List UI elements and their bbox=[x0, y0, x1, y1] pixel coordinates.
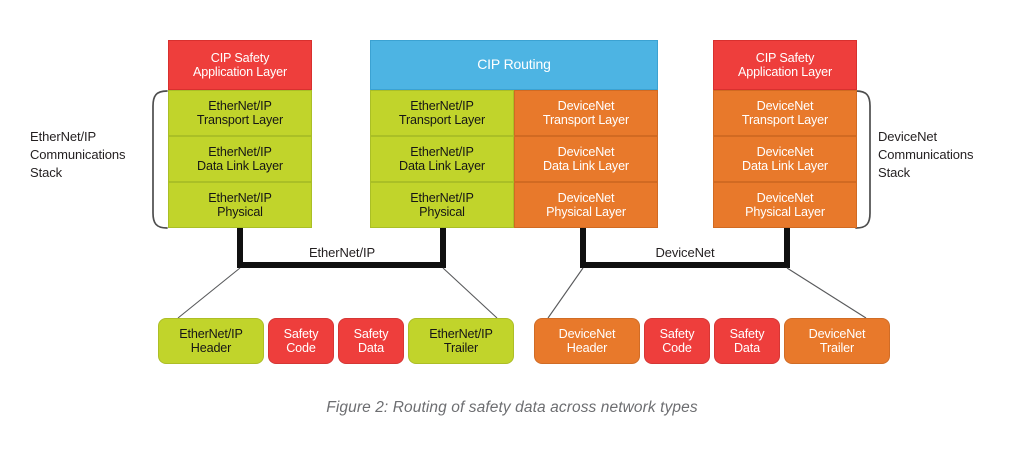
center-ethernetip-physical[interactable]: EtherNet/IP Physical bbox=[370, 182, 514, 228]
devicenet-header-field[interactable]: DeviceNet Header bbox=[534, 318, 640, 364]
layer-line: EtherNet/IP bbox=[410, 144, 474, 159]
center-devicenet-physical-layer[interactable]: DeviceNet Physical Layer bbox=[514, 182, 658, 228]
annotation-line: Stack bbox=[30, 164, 63, 180]
devicenet-trailer-field[interactable]: DeviceNet Trailer bbox=[784, 318, 890, 364]
layer-line: CIP Routing bbox=[477, 56, 551, 73]
left-ethernetip-transport-layer[interactable]: EtherNet/IP Transport Layer bbox=[168, 90, 312, 136]
devicenet-bus-label: DeviceNet bbox=[655, 245, 715, 260]
cip-routing-layer[interactable]: CIP Routing bbox=[370, 40, 658, 90]
layer-line: Data Link Layer bbox=[543, 159, 629, 173]
field-line: Safety bbox=[283, 326, 319, 341]
layer-line: CIP Safety bbox=[755, 50, 815, 65]
layer-line: DeviceNet bbox=[756, 98, 814, 113]
ethernetip-frame-leader-left bbox=[177, 267, 241, 319]
field-line: Code bbox=[286, 341, 316, 355]
left-stack-annotation: EtherNet/IP Communications Stack bbox=[30, 128, 148, 182]
layer-line: Application Layer bbox=[737, 65, 833, 79]
layer-line: Data Link Layer bbox=[197, 159, 283, 173]
field-line: DeviceNet bbox=[808, 326, 866, 341]
layer-line: Physical bbox=[217, 205, 263, 219]
ethernetip-safety-code-field[interactable]: Safety Code bbox=[268, 318, 334, 364]
field-line: DeviceNet bbox=[558, 326, 616, 341]
layer-line: DeviceNet bbox=[557, 98, 615, 113]
ethernetip-header-field[interactable]: EtherNet/IP Header bbox=[158, 318, 264, 364]
left-ethernetip-data-link-layer[interactable]: EtherNet/IP Data Link Layer bbox=[168, 136, 312, 182]
layer-line: EtherNet/IP bbox=[410, 190, 474, 205]
field-line: Safety bbox=[729, 326, 765, 341]
field-line: Trailer bbox=[819, 341, 855, 355]
right-devicenet-data-link-layer[interactable]: DeviceNet Data Link Layer bbox=[713, 136, 857, 182]
devicenet-safety-data-field[interactable]: Safety Data bbox=[714, 318, 780, 364]
field-line: Trailer bbox=[443, 341, 479, 355]
field-line: EtherNet/IP bbox=[179, 326, 243, 341]
right-stack-bracket bbox=[855, 90, 871, 229]
center-ethernetip-transport-layer[interactable]: EtherNet/IP Transport Layer bbox=[370, 90, 514, 136]
field-line: Data bbox=[733, 341, 760, 355]
layer-line: EtherNet/IP bbox=[208, 190, 272, 205]
center-ethernetip-data-link-layer[interactable]: EtherNet/IP Data Link Layer bbox=[370, 136, 514, 182]
field-line: EtherNet/IP bbox=[429, 326, 493, 341]
right-devicenet-physical-layer[interactable]: DeviceNet Physical Layer bbox=[713, 182, 857, 228]
field-line: Code bbox=[662, 341, 692, 355]
ethernetip-safety-data-field[interactable]: Safety Data bbox=[338, 318, 404, 364]
layer-line: DeviceNet bbox=[557, 190, 615, 205]
layer-line: DeviceNet bbox=[756, 190, 814, 205]
field-line: Safety bbox=[659, 326, 695, 341]
layer-line: DeviceNet bbox=[756, 144, 814, 159]
annotation-line: Communications bbox=[878, 146, 974, 162]
left-stack-bracket bbox=[152, 90, 168, 229]
layer-line: Transport Layer bbox=[196, 113, 284, 127]
layer-line: Application Layer bbox=[192, 65, 288, 79]
ethernetip-trailer-field[interactable]: EtherNet/IP Trailer bbox=[408, 318, 514, 364]
field-line: Header bbox=[566, 341, 608, 355]
field-line: Data bbox=[357, 341, 384, 355]
layer-line: Physical Layer bbox=[546, 205, 626, 219]
right-stack-annotation: DeviceNet Communications Stack bbox=[878, 128, 1003, 182]
layer-line: CIP Safety bbox=[210, 50, 270, 65]
annotation-line: DeviceNet bbox=[878, 129, 938, 144]
center-devicenet-data-link-layer[interactable]: DeviceNet Data Link Layer bbox=[514, 136, 658, 182]
layer-line: DeviceNet bbox=[557, 144, 615, 159]
annotation-line: Stack bbox=[878, 164, 911, 180]
left-ethernetip-physical[interactable]: EtherNet/IP Physical bbox=[168, 182, 312, 228]
center-devicenet-transport-layer[interactable]: DeviceNet Transport Layer bbox=[514, 90, 658, 136]
field-line: Header bbox=[190, 341, 232, 355]
devicenet-frame-leader-right bbox=[786, 267, 867, 319]
figure-caption: Figure 2: Routing of safety data across … bbox=[326, 399, 698, 416]
layer-line: Physical Layer bbox=[745, 205, 825, 219]
annotation-line: Communications bbox=[30, 146, 126, 162]
layer-line: Transport Layer bbox=[542, 113, 630, 127]
ethernetip-frame-leader-right bbox=[442, 267, 498, 319]
right-devicenet-transport-layer[interactable]: DeviceNet Transport Layer bbox=[713, 90, 857, 136]
layer-line: Transport Layer bbox=[398, 113, 486, 127]
annotation-line: EtherNet/IP bbox=[30, 129, 97, 144]
right-cip-safety-application-layer[interactable]: CIP Safety Application Layer bbox=[713, 40, 857, 90]
layer-line: Data Link Layer bbox=[399, 159, 485, 173]
devicenet-frame-leader-left bbox=[547, 267, 584, 319]
layer-line: Transport Layer bbox=[741, 113, 829, 127]
layer-line: EtherNet/IP bbox=[208, 98, 272, 113]
field-line: Safety bbox=[353, 326, 389, 341]
layer-line: EtherNet/IP bbox=[208, 144, 272, 159]
layer-line: Data Link Layer bbox=[742, 159, 828, 173]
devicenet-safety-code-field[interactable]: Safety Code bbox=[644, 318, 710, 364]
left-cip-safety-application-layer[interactable]: CIP Safety Application Layer bbox=[168, 40, 312, 90]
layer-line: EtherNet/IP bbox=[410, 98, 474, 113]
ethernetip-bus-label: EtherNet/IP bbox=[308, 245, 376, 260]
layer-line: Physical bbox=[419, 205, 465, 219]
